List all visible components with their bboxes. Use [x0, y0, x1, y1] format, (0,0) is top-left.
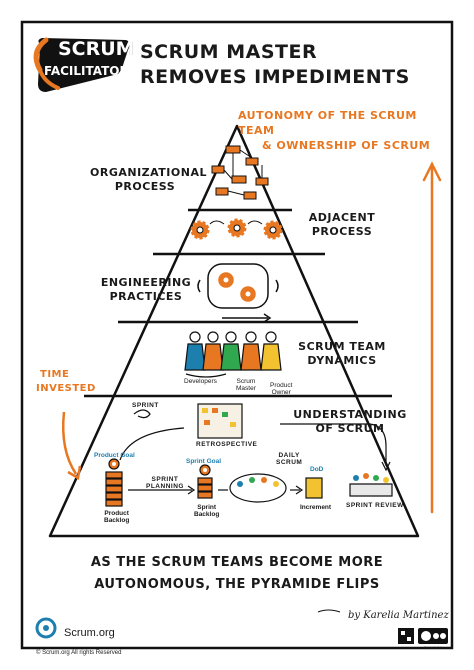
- logo-word-facilitators: FACILITATORS: [44, 64, 138, 78]
- level-organizational-line-2: PROCESS: [114, 180, 176, 193]
- scrum-facilitators-logo: [33, 37, 130, 92]
- org-process-flowchart: [211, 145, 269, 200]
- daily-scrum-line-2: SCRUM: [276, 459, 303, 466]
- footer-brand: Scrum.org: [64, 627, 115, 639]
- autonomy-label: AUTONOMY OF THE SCRUM TEAM & OWNERSHIP O…: [238, 108, 448, 153]
- scrum-org-logo: [35, 617, 57, 639]
- product-backlog-line-2: Backlog: [104, 517, 130, 524]
- pyramid: [48, 124, 420, 538]
- sprint-backlog-label: Sprint Backlog: [194, 504, 219, 518]
- level-adjacent: ADJACENT PROCESS: [302, 211, 382, 239]
- dod-label: DoD: [310, 466, 324, 473]
- level-adjacent-line-1: ADJACENT: [308, 211, 376, 224]
- product-backlog-label: Product Backlog: [104, 510, 129, 524]
- level-engineering: ENGINEERING PRACTICES: [96, 276, 196, 304]
- level-understanding-line-1: UNDERSTANDING: [293, 408, 407, 421]
- sprint-review-label: SPRINT REVIEW: [346, 502, 404, 509]
- autonomy-arrow: [422, 161, 442, 514]
- role-product-owner: Product Owner: [270, 382, 292, 396]
- role-scrum-master-line-1: Scrum: [236, 378, 256, 385]
- daily-scrum-label: DAILY SCRUM: [276, 452, 302, 466]
- time-invested-label: TIME INVESTED: [36, 368, 96, 396]
- time-invested-line-1: TIME: [40, 369, 70, 380]
- scrum-flow-drawing: [105, 403, 393, 507]
- level-dynamics-line-2: DYNAMICS: [307, 354, 377, 367]
- conclusion-line-2: AUTONOMOUS, THE PYRAMIDE FLIPS: [94, 577, 380, 592]
- level-understanding-line-2: OF SCRUM: [315, 422, 385, 435]
- sprint-planning-line-2: PLANNING: [146, 483, 184, 490]
- sprint-label: SPRINT: [132, 402, 159, 409]
- daily-scrum-line-1: DAILY: [278, 452, 300, 459]
- level-organizational: ORGANIZATIONAL PROCESS: [90, 166, 207, 194]
- scrum-team-people: [184, 331, 282, 378]
- role-product-owner-line-2: Owner: [271, 389, 291, 396]
- autonomy-line-1: AUTONOMY OF THE SCRUM TEAM: [238, 109, 417, 137]
- retrospective-label: RETROSPECTIVE: [196, 441, 258, 448]
- increment-label: Increment: [300, 504, 332, 511]
- footer-copyright: © Scrum.org All rights Reserved: [36, 650, 122, 656]
- sprint-planning-label: SPRINT PLANNING: [146, 476, 184, 490]
- level-dynamics-line-1: SCRUM TEAM: [298, 340, 386, 353]
- engineering-gears: [197, 263, 279, 323]
- autonomy-line-2: & OWNERSHIP OF SCRUM: [262, 139, 431, 152]
- sprint-planning-line-1: SPRINT: [151, 476, 179, 483]
- author-signature: by Karelia Martinez: [348, 610, 449, 621]
- qr-code: [398, 628, 414, 644]
- level-adjacent-line-2: PROCESS: [311, 225, 373, 238]
- level-understanding: UNDERSTANDING OF SCRUM: [290, 408, 410, 436]
- role-developers: Developers: [184, 378, 217, 385]
- sheet-border: [20, 20, 454, 650]
- conclusion-text: AS THE SCRUM TEAMS BECOME MORE AUTONOMOU…: [0, 552, 474, 596]
- sprint-backlog-line-2: Backlog: [194, 511, 220, 518]
- level-organizational-line-1: ORGANIZATIONAL: [90, 166, 207, 179]
- signature-squiggle: [317, 609, 341, 613]
- page-title: SCRUM MASTER REMOVES IMPEDIMENTS: [140, 40, 410, 90]
- product-backlog-line-1: Product: [104, 510, 129, 517]
- time-invested-arrow: [61, 411, 78, 475]
- level-engineering-line-2: PRACTICES: [109, 290, 183, 303]
- license-text: BY NC SA: [423, 645, 443, 650]
- sprint-backlog-line-1: Sprint: [197, 504, 217, 511]
- role-scrum-master: Scrum Master: [236, 378, 256, 392]
- product-goal-label: Product Goal: [94, 452, 135, 459]
- role-scrum-master-line-2: Master: [236, 385, 256, 392]
- conclusion-line-1: AS THE SCRUM TEAMS BECOME MORE: [90, 555, 384, 570]
- logo-word-scrum: SCRUM: [58, 38, 135, 60]
- level-engineering-line-1: ENGINEERING: [100, 276, 192, 289]
- adjacent-process-gears: [190, 218, 283, 240]
- time-invested-line-2: INVESTED: [36, 383, 96, 394]
- sprint-goal-label: Sprint Goal: [186, 458, 222, 465]
- role-product-owner-line-1: Product: [270, 382, 293, 389]
- level-dynamics: SCRUM TEAM DYNAMICS: [292, 340, 392, 368]
- title-line-1: SCRUM MASTER: [140, 41, 318, 63]
- title-line-2: REMOVES IMPEDIMENTS: [140, 66, 410, 88]
